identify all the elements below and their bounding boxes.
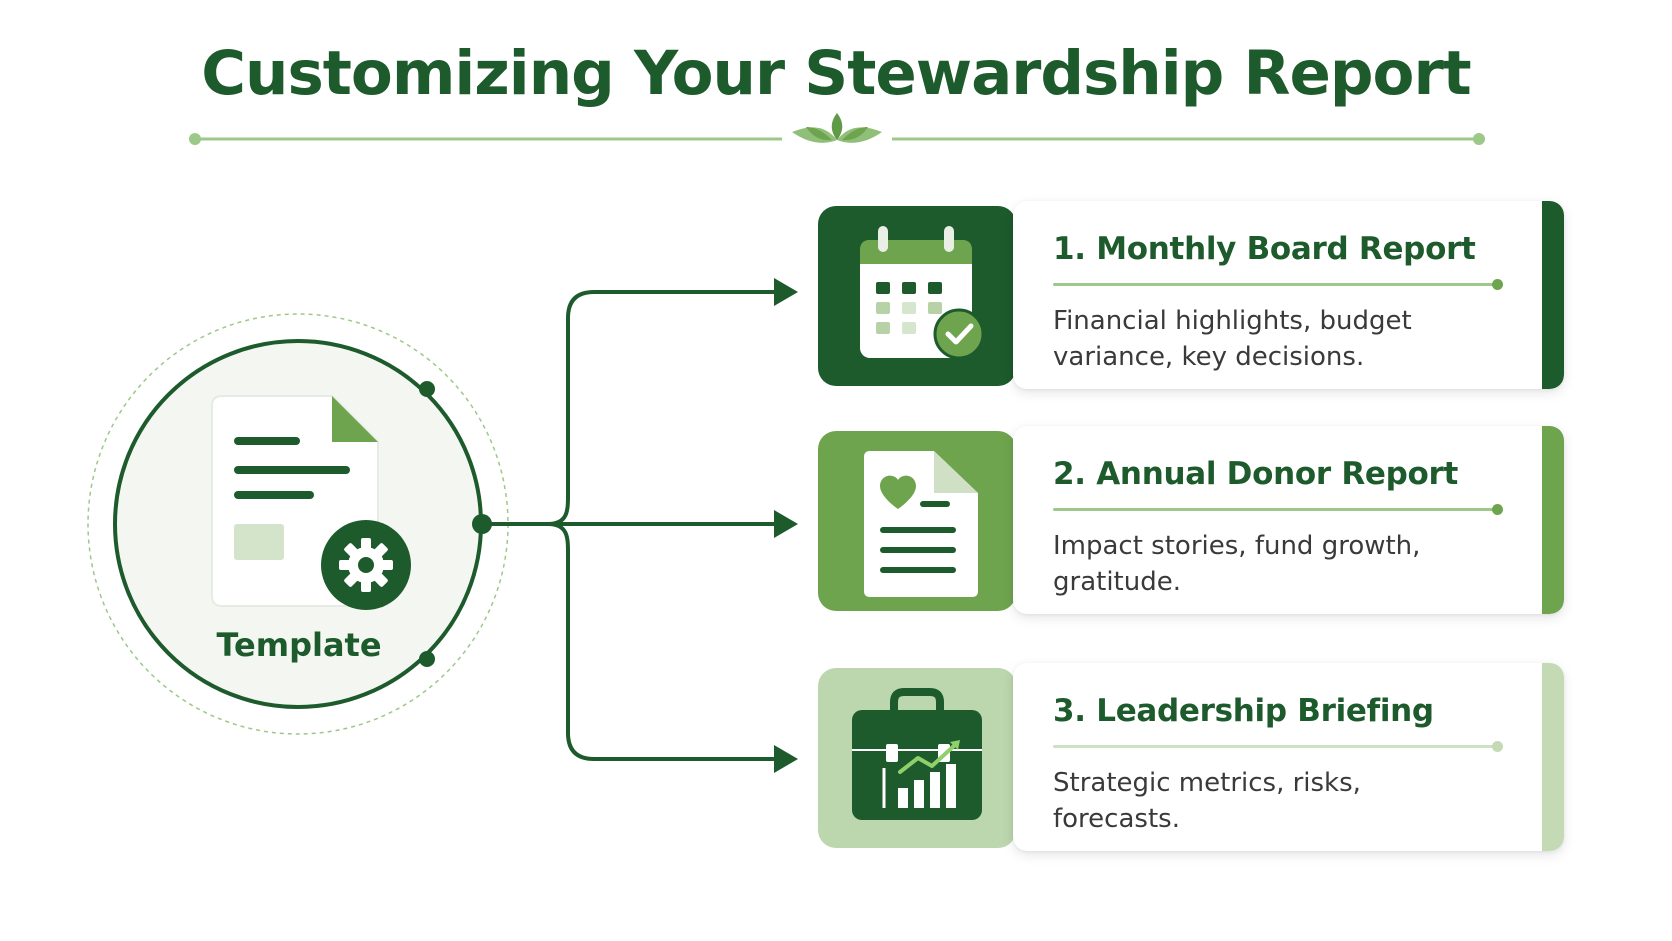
report-title-rule [1053,508,1498,511]
report-title-rule [1053,745,1498,748]
arrow-head-3 [774,745,798,773]
report-title: 2. Annual Donor Report [1053,456,1459,492]
report-icon-tile [818,668,1016,848]
report-title-rule [1053,283,1498,286]
card-accent-bar [1542,201,1564,389]
report-panel: 3. Leadership Briefing Strategic metrics… [1013,663,1564,851]
briefcase-chart-icon [852,688,982,820]
report-card-monthly-board: 1. Monthly Board Report Financial highli… [818,201,1564,393]
card-accent-bar [1542,663,1564,851]
report-title-rule-dot [1492,279,1503,290]
report-description: Strategic metrics, risks, forecasts. [1053,768,1361,834]
report-icon-tile [818,206,1016,386]
report-icon-tile [818,431,1016,611]
report-title: 3. Leadership Briefing [1053,693,1434,729]
report-title-rule-dot [1492,504,1503,515]
heart-document-icon [864,451,978,597]
title-divider [189,133,1485,145]
card-accent-bar [1542,426,1564,614]
report-panel: 1. Monthly Board Report Financial highli… [1013,201,1564,389]
report-card-annual-donor: 2. Annual Donor Report Impact stories, f… [818,426,1564,618]
report-description: Impact stories, fund growth, gratitude. [1053,531,1421,597]
page-title: Customizing Your Stewardship Report [201,38,1471,109]
arrow-head-2 [774,510,798,538]
connector-lines [480,290,780,761]
gear-icon [321,520,411,610]
report-title-rule-dot [1492,741,1503,752]
report-card-leadership-briefing: 3. Leadership Briefing Strategic metrics… [818,663,1564,855]
leaf-ornament-icon [792,113,882,143]
report-description: Financial highlights, budget variance, k… [1053,306,1412,372]
report-title: 1. Monthly Board Report [1053,231,1476,267]
calendar-check-icon [860,226,985,360]
report-panel: 2. Annual Donor Report Impact stories, f… [1013,426,1564,614]
template-label: Template [216,626,382,664]
arrow-head-1 [774,278,798,306]
arrowheads [774,278,798,773]
